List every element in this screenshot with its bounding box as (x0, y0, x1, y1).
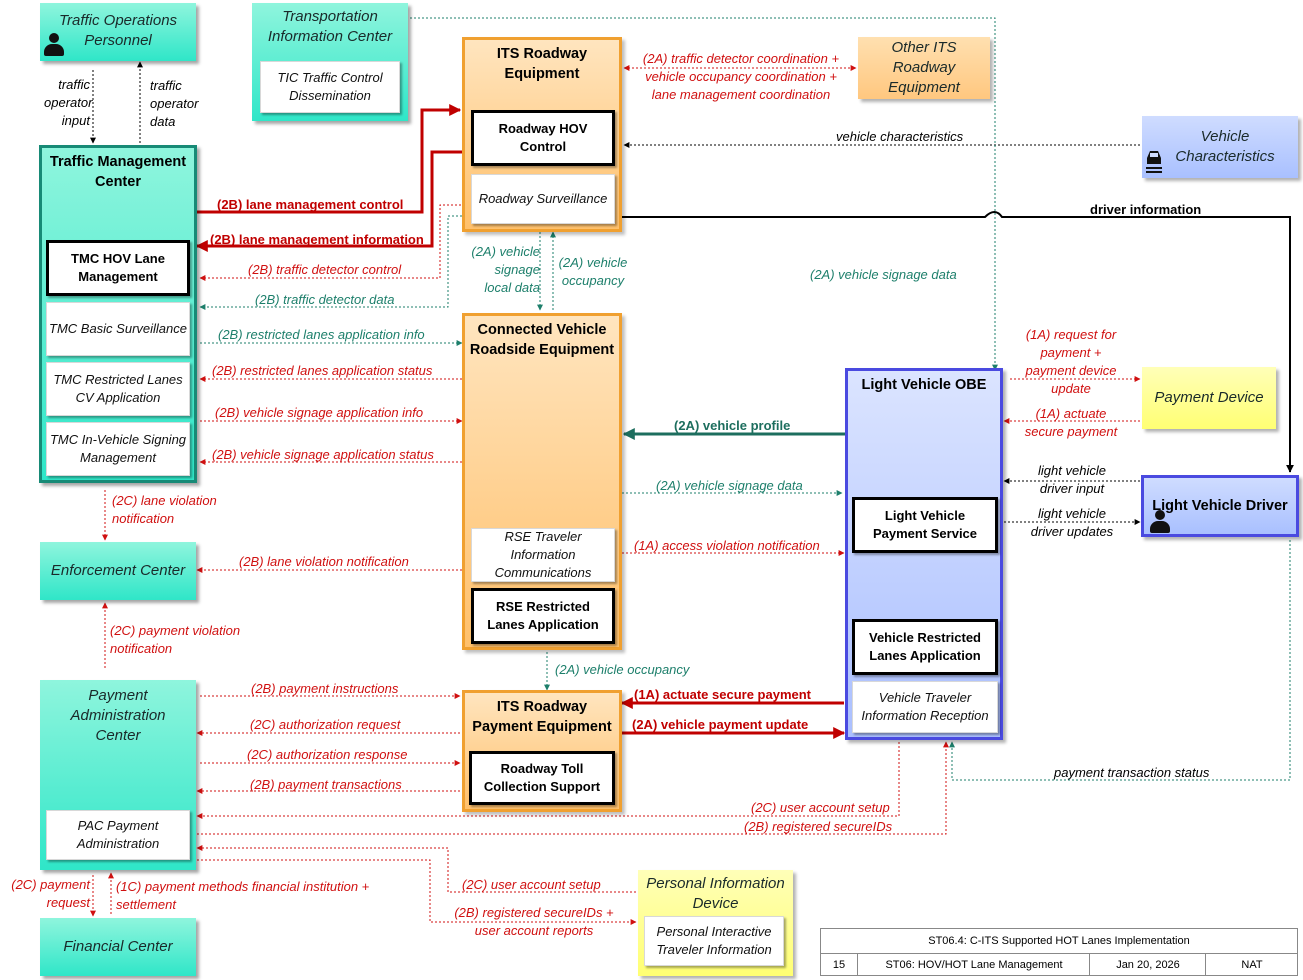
flow-label: (2A) vehicle signage local data (471, 244, 540, 295)
personal-interactive-traveler-information: Personal Interactive Traveler Informatio… (644, 916, 784, 966)
payment-administration-center: Payment Administration Center PAC Paymen… (40, 680, 196, 870)
rse-restricted-lanes-application: RSE Restricted Lanes Application (471, 588, 615, 644)
flow-label: (2C) payment violation notification (110, 623, 241, 656)
title-block: ST06.4: C-ITS Supported HOT Lanes Implem… (820, 928, 1298, 976)
its-roadway-payment-equipment: ITS Roadway Payment Equipment Roadway To… (462, 690, 622, 812)
node-title: Other ITS Roadway Equipment (888, 39, 960, 96)
tic-traffic-control-dissemination: TIC Traffic Control Dissemination (260, 61, 400, 113)
node-title: Light Vehicle OBE (861, 377, 987, 393)
flow-label: (2A) vehicle signage data (810, 267, 957, 282)
flow-label: light vehicle driver updates (1030, 506, 1114, 539)
person-icon (44, 33, 64, 57)
roadway-hov-control: Roadway HOV Control (471, 110, 615, 166)
flow-label: (2C) user account setup (462, 877, 601, 892)
flow-label: (2A) vehicle occupancy (558, 255, 628, 288)
other-its-roadway-equipment: Other ITS Roadway Equipment (858, 37, 990, 99)
flow-label: traffic operator data (150, 78, 199, 129)
flow-label: (2C) payment request (11, 877, 90, 910)
flow-label: (2B) registered secureIDs (744, 819, 893, 834)
flow-label: (1A) actuate secure payment (1024, 406, 1118, 439)
personal-information-device: Personal Information Device Personal Int… (638, 870, 793, 976)
node-title: Payment Device (1154, 389, 1264, 406)
vehicle-characteristics: Vehicle Characteristics (1142, 116, 1298, 178)
node-title: Light Vehicle Driver (1152, 498, 1288, 514)
title-block-org: NAT (1205, 953, 1298, 976)
flow-label: (2C) lane violation notification (112, 493, 217, 526)
flow-label: (2B) traffic detector data (255, 292, 395, 307)
transportation-information-center: Transportation Information Center TIC Tr… (252, 3, 408, 121)
node-title: Vehicle Characteristics (1175, 128, 1275, 165)
tmc-in-vehicle-signing-management: TMC In-Vehicle Signing Management (46, 422, 190, 476)
flow-label: payment transaction status (1054, 765, 1210, 780)
financial-center: Financial Center (40, 918, 196, 976)
flow-label: (2A) vehicle profile (674, 418, 791, 433)
light-vehicle-payment-service: Light Vehicle Payment Service (852, 497, 998, 553)
flow-label: (2B) registered secureIDs + user account… (454, 905, 614, 938)
payment-device: Payment Device (1142, 367, 1276, 429)
rse-traveler-information-communications: RSE Traveler Information Communications (471, 528, 615, 582)
flow-label: (2C) authorization request (250, 717, 401, 732)
flow-label: (2B) vehicle signage application status (212, 447, 434, 462)
vehicle-traveler-information-reception: Vehicle Traveler Information Reception (852, 681, 998, 733)
flow-label: (2A) vehicle payment update (632, 717, 809, 732)
roadway-toll-collection-support: Roadway Toll Collection Support (469, 751, 615, 805)
node-title: ITS Roadway Equipment (496, 46, 588, 82)
flow-label: (2B) lane management control (217, 197, 404, 212)
flow-label: (2A) vehicle signage data (656, 478, 803, 493)
pac-payment-administration: PAC Payment Administration (46, 810, 190, 860)
node-title: Connected Vehicle Roadside Equipment (469, 322, 615, 358)
flow-label: (1A) actuate secure payment (634, 687, 812, 702)
flow-label: light vehicle driver input (1038, 463, 1106, 496)
title-block-page: 15 (832, 958, 846, 971)
tmc-restricted-lanes-cv-application: TMC Restricted Lanes CV Application (46, 362, 190, 416)
node-title: ITS Roadway Payment Equipment (472, 699, 612, 735)
its-roadway-equipment: ITS Roadway Equipment Roadway HOV Contro… (462, 37, 622, 232)
person-icon (1150, 510, 1170, 534)
flow-label: (2A) traffic detector coordination + veh… (642, 51, 840, 102)
tmc-basic-surveillance: TMC Basic Surveillance (46, 302, 190, 356)
flow-label: (1A) access violation notification (634, 538, 820, 553)
node-title: Transportation Information Center (267, 8, 393, 45)
node-title: Traffic Management Center (49, 154, 187, 190)
flow-label: (2B) vehicle signage application info (215, 405, 424, 420)
flow-label: driver information (1090, 202, 1202, 217)
node-title: Financial Center (63, 938, 173, 955)
title-block-date: Jan 20, 2026 (1089, 953, 1206, 976)
node-title: Personal Information Device (646, 875, 785, 912)
flow-label: (2B) lane management information (210, 232, 424, 247)
flow-label: vehicle characteristics (836, 129, 964, 144)
car-icon (1146, 151, 1162, 173)
flow-label: (2B) restricted lanes application info (218, 327, 425, 342)
flow-label: (2B) traffic detector control (248, 262, 402, 277)
flow-label: (1C) payment methods financial instituti… (116, 879, 370, 912)
flow-label: (2B) lane violation notification (239, 554, 409, 569)
title-block-subtitle: ST06: HOV/HOT Lane Management (857, 953, 1090, 976)
flow-label: (2B) restricted lanes application status (212, 363, 433, 378)
flow-label: (2B) payment transactions (250, 777, 402, 792)
traffic-management-center: Traffic Management Center TMC HOV Lane M… (39, 145, 197, 483)
traffic-operations-personnel: Traffic Operations Personnel (40, 3, 196, 61)
flow-label: (2C) user account setup (751, 800, 890, 815)
node-title: Enforcement Center (50, 562, 186, 579)
light-vehicle-driver: Light Vehicle Driver (1141, 475, 1299, 537)
flow-label: (2A) vehicle occupancy (555, 662, 690, 677)
node-title: Traffic Operations Personnel (58, 12, 178, 49)
enforcement-center: Enforcement Center (40, 542, 196, 600)
roadway-surveillance: Roadway Surveillance (471, 174, 615, 224)
tmc-hov-lane-management: TMC HOV Lane Management (46, 240, 190, 296)
flow-label: (1A) request for payment + payment devic… (1025, 327, 1117, 396)
flow-label: traffic operator input (44, 77, 93, 128)
flow-label: (2C) authorization response (247, 747, 408, 762)
connected-vehicle-roadside-equipment: Connected Vehicle Roadside Equipment RSE… (462, 313, 622, 650)
vehicle-restricted-lanes-application: Vehicle Restricted Lanes Application (852, 619, 998, 675)
title-block-title: ST06.4: C-ITS Supported HOT Lanes Implem… (821, 929, 1297, 954)
node-title: Payment Administration Center (70, 687, 166, 744)
light-vehicle-obe: Light Vehicle OBE Light Vehicle Payment … (845, 368, 1003, 740)
flow-label: (2B) payment instructions (251, 681, 399, 696)
